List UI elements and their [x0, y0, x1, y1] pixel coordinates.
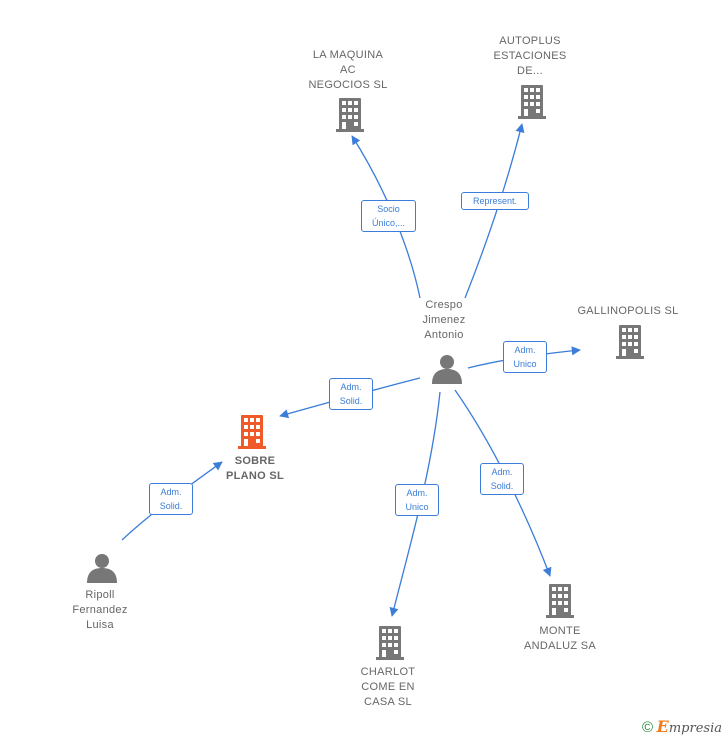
edge-label-adm-solid-monte: Adm. Solid.	[480, 463, 524, 495]
node-label-monte[interactable]: MONTE ANDALUZ SA	[523, 625, 597, 652]
node-label-la-maquina[interactable]: LA MAQUINA AC NEGOCIOS SL	[308, 49, 388, 91]
edge-label-adm-solid-sobre: Adm. Solid.	[329, 378, 373, 410]
person-icon[interactable]	[432, 354, 462, 384]
brand-name: mpresia	[668, 721, 722, 736]
edge-crespo-autoplus	[464, 123, 525, 299]
building-icon[interactable]	[546, 584, 574, 618]
edge-label-adm-unico-gallinopolis: Adm. Unico	[503, 341, 547, 373]
edge-label-adm-unico-charlot: Adm. Unico	[395, 484, 439, 516]
node-label-sobre-plano[interactable]: SOBRE PLANO SL	[225, 455, 284, 482]
node-label-gallinopolis[interactable]: GALLINOPOLIS SL	[577, 305, 679, 317]
node-label-crespo[interactable]: Crespo Jimenez Antonio	[422, 299, 466, 341]
node-label-ripoll[interactable]: Ripoll Fernandez Luisa	[72, 589, 128, 631]
building-icon[interactable]	[376, 626, 404, 660]
person-icon[interactable]	[87, 553, 117, 583]
edge-label-adm-solid-ripoll: Adm. Solid.	[149, 483, 193, 515]
brand-initial: E	[656, 717, 669, 736]
building-icon[interactable]	[518, 85, 546, 119]
building-icon[interactable]	[616, 325, 644, 359]
node-label-autoplus[interactable]: AUTOPLUS ESTACIONES DE...	[493, 35, 567, 77]
empresia-logo[interactable]: © Empresia	[642, 717, 722, 736]
building-icon[interactable]	[238, 415, 266, 449]
building-icon[interactable]	[336, 98, 364, 132]
node-label-charlot[interactable]: CHARLOT COME EN CASA SL	[360, 666, 416, 708]
edge-label-represent: Represent.	[461, 192, 529, 210]
copyright-symbol: ©	[641, 719, 654, 736]
edge-label-socio: Socio Único,...	[361, 200, 416, 232]
